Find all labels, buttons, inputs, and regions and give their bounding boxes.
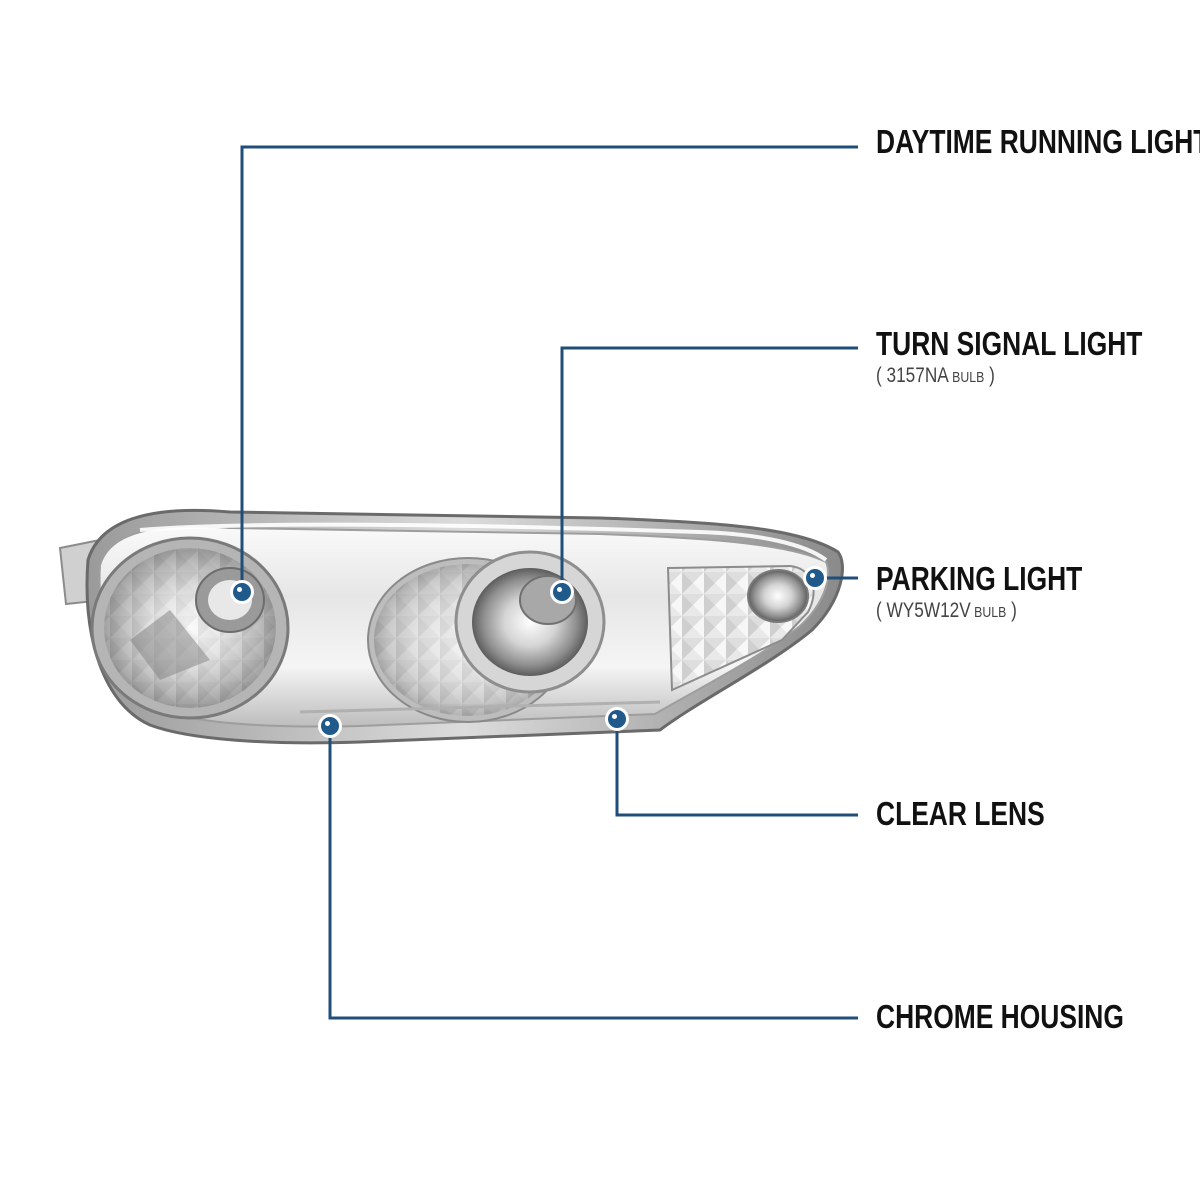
bulb-unit: BULB [948,369,985,386]
callout-parking-title: PARKING LIGHT [876,560,1083,597]
lower-trim [299,700,661,714]
bulb-paren-open: ( [876,599,887,622]
marker-dot-turn [550,580,574,604]
callout-drl: DAYTIME RUNNING LIGHT [876,124,1200,160]
marker-dot-lens [605,707,629,731]
headlight-assembly [58,508,844,745]
marker-dots [230,566,827,738]
leader-line-housing [328,726,858,1020]
bulb-unit: BULB [970,604,1007,621]
callout-parking: PARKING LIGHT ( WY5W12V BULB ) [876,561,1134,625]
turn-signal-reflector [367,550,606,723]
bulb-paren-close: ) [1006,599,1017,622]
callout-parking-bulb: ( WY5W12V BULB ) [876,599,1087,625]
callout-lens-title: CLEAR LENS [876,795,1045,832]
top-lens-highlight [139,522,828,562]
leader-line-lens [615,719,858,817]
bulb-paren-open: ( [876,364,887,387]
callout-turn-title: TURN SIGNAL LIGHT [876,325,1143,362]
bulb-code: 3157NA [886,364,949,387]
marker-dot-housing [318,714,342,738]
drl-reflector [90,536,290,720]
callout-drl-title: DAYTIME RUNNING LIGHT [876,123,1200,160]
parking-reflector [666,564,815,692]
callout-clear-lens: CLEAR LENS [876,796,1087,832]
bulb-paren-close: ) [984,364,995,387]
callout-chrome-housing: CHROME HOUSING [876,999,1186,1035]
callout-housing-title: CHROME HOUSING [876,998,1124,1035]
callout-turn-bulb: ( 3157NA BULB ) [876,364,1149,390]
leader-lines [240,145,858,1020]
leader-line-drl [240,145,858,590]
bulb-code: WY5W12V [886,599,971,622]
callout-turn-signal: TURN SIGNAL LIGHT ( 3157NA BULB ) [876,326,1200,390]
marker-dot-drl [230,580,254,604]
marker-dot-parking [803,566,827,590]
leader-line-turn [560,346,858,590]
